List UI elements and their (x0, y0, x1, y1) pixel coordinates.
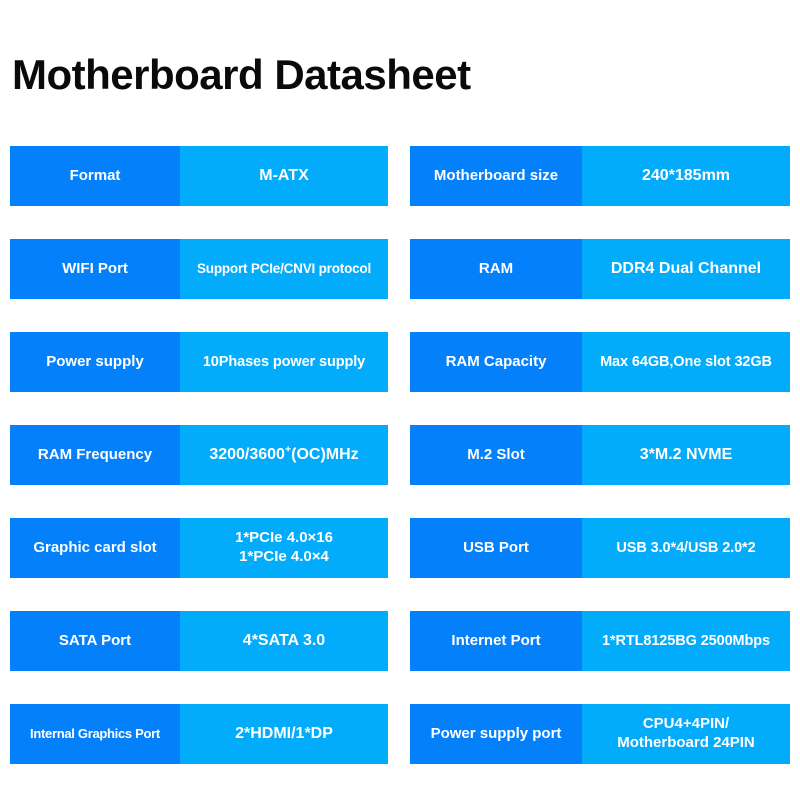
spec-value-line: 3200/3600+(OC)MHz (209, 443, 359, 463)
spec-row: USB Port USB 3.0*4/USB 2.0*2 (410, 518, 790, 578)
spec-row: RAM DDR4 Dual Channel (410, 239, 790, 299)
spec-label: Power supply (10, 332, 180, 392)
spec-label: RAM Frequency (10, 425, 180, 485)
spec-label: USB Port (410, 518, 582, 578)
spec-label: M.2 Slot (410, 425, 582, 485)
spec-row: Motherboard size 240*185mm (410, 146, 790, 206)
spec-row: SATA Port 4*SATA 3.0 (10, 611, 388, 671)
spec-value: 3*M.2 NVME (582, 425, 790, 485)
spec-value: 10Phases power supply (180, 332, 388, 392)
spec-value: 240*185mm (582, 146, 790, 206)
spec-value-line: 1*PCIe 4.0×4 (239, 548, 329, 565)
spec-value: Max 64GB,One slot 32GB (582, 332, 790, 392)
spec-value-line: M-ATX (259, 166, 309, 184)
spec-row: Power supply 10Phases power supply (10, 332, 388, 392)
spec-row: Format M-ATX (10, 146, 388, 206)
spec-value-line: 2*HDMI/1*DP (235, 724, 333, 742)
spec-row: Internet Port 1*RTL8125BG 2500Mbps (410, 611, 790, 671)
spec-value-line: 3*M.2 NVME (639, 445, 733, 463)
spec-value: 1*RTL8125BG 2500Mbps (582, 611, 790, 671)
spec-row: Internal Graphics Port 2*HDMI/1*DP (10, 704, 388, 764)
spec-label: WIFI Port (10, 239, 180, 299)
spec-row: Power supply port CPU4+4PIN/ Motherboard… (410, 704, 790, 764)
spec-value: USB 3.0*4/USB 2.0*2 (582, 518, 790, 578)
spec-value: 3200/3600+(OC)MHz (180, 425, 388, 485)
spec-value: 1*PCIe 4.0×16 1*PCIe 4.0×4 (180, 518, 388, 578)
spec-table: Format M-ATX Motherboard size 240*185mm … (10, 146, 790, 764)
spec-value-line: 240*185mm (641, 166, 731, 184)
spec-label: Internet Port (410, 611, 582, 671)
spec-value-line: 1*RTL8125BG 2500Mbps (601, 632, 771, 649)
spec-row: M.2 Slot 3*M.2 NVME (410, 425, 790, 485)
spec-row: RAM Capacity Max 64GB,One slot 32GB (410, 332, 790, 392)
spec-value: 2*HDMI/1*DP (180, 704, 388, 764)
spec-label: SATA Port (10, 611, 180, 671)
spec-value: 4*SATA 3.0 (180, 611, 388, 671)
spec-row: WIFI Port Support PCIe/CNVI protocol (10, 239, 388, 299)
spec-label: Internal Graphics Port (10, 704, 180, 764)
spec-value: Support PCIe/CNVI protocol (180, 239, 388, 299)
spec-value-line: USB 3.0*4/USB 2.0*2 (616, 539, 756, 556)
spec-label: Format (10, 146, 180, 206)
spec-value: M-ATX (180, 146, 388, 206)
spec-row: Graphic card slot 1*PCIe 4.0×16 1*PCIe 4… (10, 518, 388, 578)
spec-value: CPU4+4PIN/ Motherboard 24PIN (582, 704, 790, 764)
spec-value-line: 1*PCIe 4.0×16 (235, 529, 333, 547)
spec-label: Power supply port (410, 704, 582, 764)
spec-value-line: DDR4 Dual Channel (610, 259, 762, 277)
page-title: Motherboard Datasheet (12, 51, 471, 98)
spec-label: RAM (410, 239, 582, 299)
spec-value-line: 4*SATA 3.0 (242, 631, 326, 649)
spec-row: RAM Frequency 3200/3600+(OC)MHz (10, 425, 388, 485)
spec-value-line: CPU4+4PIN/ (642, 715, 730, 733)
spec-value-line: 10Phases power supply (202, 353, 366, 370)
spec-label: Graphic card slot (10, 518, 180, 578)
spec-label: RAM Capacity (410, 332, 582, 392)
spec-label: Motherboard size (410, 146, 582, 206)
spec-value: DDR4 Dual Channel (582, 239, 790, 299)
spec-value-line: Motherboard 24PIN (617, 734, 755, 751)
spec-value-line: Max 64GB,One slot 32GB (600, 353, 772, 370)
spec-value-line: Support PCIe/CNVI protocol (196, 261, 372, 277)
